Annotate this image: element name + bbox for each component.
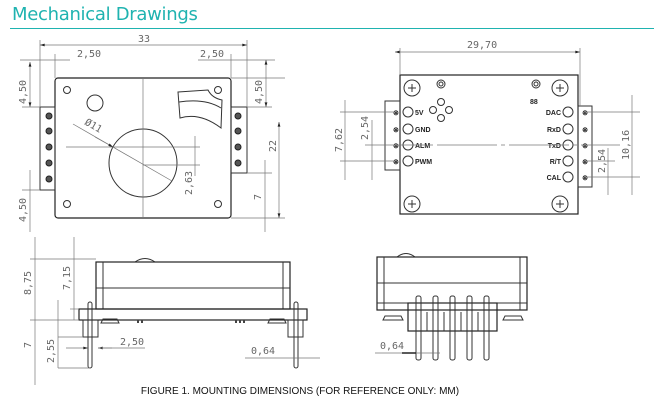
connector-view: 88 29,70 ⊗ 5V ⊗ GND ⊗ ALM ⊗ PWM ⊗ DAC ⊗ RxD ⊗ T… [334,40,640,215]
dim-left-top: 4,50 [18,80,29,104]
pin-5v: ⊗ 5V [393,106,424,118]
pin-label: RxD [547,127,561,134]
dim-total-height: 8,75 [23,271,34,295]
dim-right-pitch: 2,54 [597,149,608,173]
right-pins [234,112,242,167]
dim-left-span: 7,62 [334,128,345,152]
svg-text:⊗: ⊗ [393,143,399,150]
board-marking: 88 [530,99,538,106]
dim-right-offset: 2,50 [200,49,224,60]
dim-body-height: 7,15 [62,266,73,290]
dim-left-offset: 2,50 [77,49,101,60]
dim-left-bottom: 4,50 [18,198,29,222]
pin-label: CAL [547,175,562,182]
dim-right-bottom: 7 [253,194,264,200]
pin-label: TxD [548,143,561,150]
pin-gnd: ⊗ GND [393,123,431,135]
dim-center-offset: 2,63 [184,171,195,195]
svg-text:⊗: ⊗ [582,110,588,117]
pin-label: ALM [415,143,430,150]
pin-label: GND [415,127,431,134]
side-view: 8,75 7 7,15 2,55 2,50 0,64 [23,237,320,385]
title-underline [10,28,654,29]
svg-text:⊗: ⊗ [582,159,588,166]
pin-label: R/T [550,159,562,166]
svg-text:⊗: ⊗ [393,127,399,134]
dim-width: 29,70 [467,40,497,51]
dim-right-top: 4,50 [254,80,265,104]
svg-text:⊗: ⊗ [393,110,399,117]
dim-pin-exposed: 2,55 [46,339,57,363]
pin-dac: ⊗ DAC [546,106,588,118]
pin-pwm: ⊗ PWM [393,155,432,167]
svg-text:⊗: ⊗ [393,159,399,166]
dim-overall-width: 33 [138,34,150,45]
pin-label: DAC [546,110,561,117]
pin-label: PWM [415,159,432,166]
svg-text:⊗: ⊗ [582,143,588,150]
end-view: 0,64 [375,253,528,361]
dim-end-pin-diameter: 0,64 [380,341,404,352]
dim-right-span: 10,16 [621,130,632,160]
dim-right-height: 22 [268,140,279,152]
dim-pin-length: 7 [23,342,34,348]
pin-cal: ⊗ CAL [547,171,588,183]
dim-pin-offset: 2,50 [120,337,144,348]
diameter-label: Ø11 [83,116,105,135]
pin-rxd: ⊗ RxD [547,123,588,135]
top-view: Ø11 33 2,50 2,50 4,50 4,50 4,50 22 7 2,6… [18,34,285,232]
right-pin-row: ⊗ DAC ⊗ RxD ⊗ TxD ⊗ R/T ⊗ CAL [546,106,588,183]
pin-label: 5V [415,110,424,117]
section-title: Mechanical Drawings [12,4,198,25]
dim-pin-diameter: 0,64 [251,346,275,357]
dim-left-pitch: 2,54 [360,116,371,140]
svg-text:⊗: ⊗ [582,175,588,182]
left-pins [45,112,53,183]
svg-text:⊗: ⊗ [582,127,588,134]
pin-rt: ⊗ R/T [550,155,588,167]
figure-caption: FIGURE 1. MOUNTING DIMENSIONS (FOR REFER… [140,386,460,397]
left-pin-row: ⊗ 5V ⊗ GND ⊗ ALM ⊗ PWM [393,106,432,167]
